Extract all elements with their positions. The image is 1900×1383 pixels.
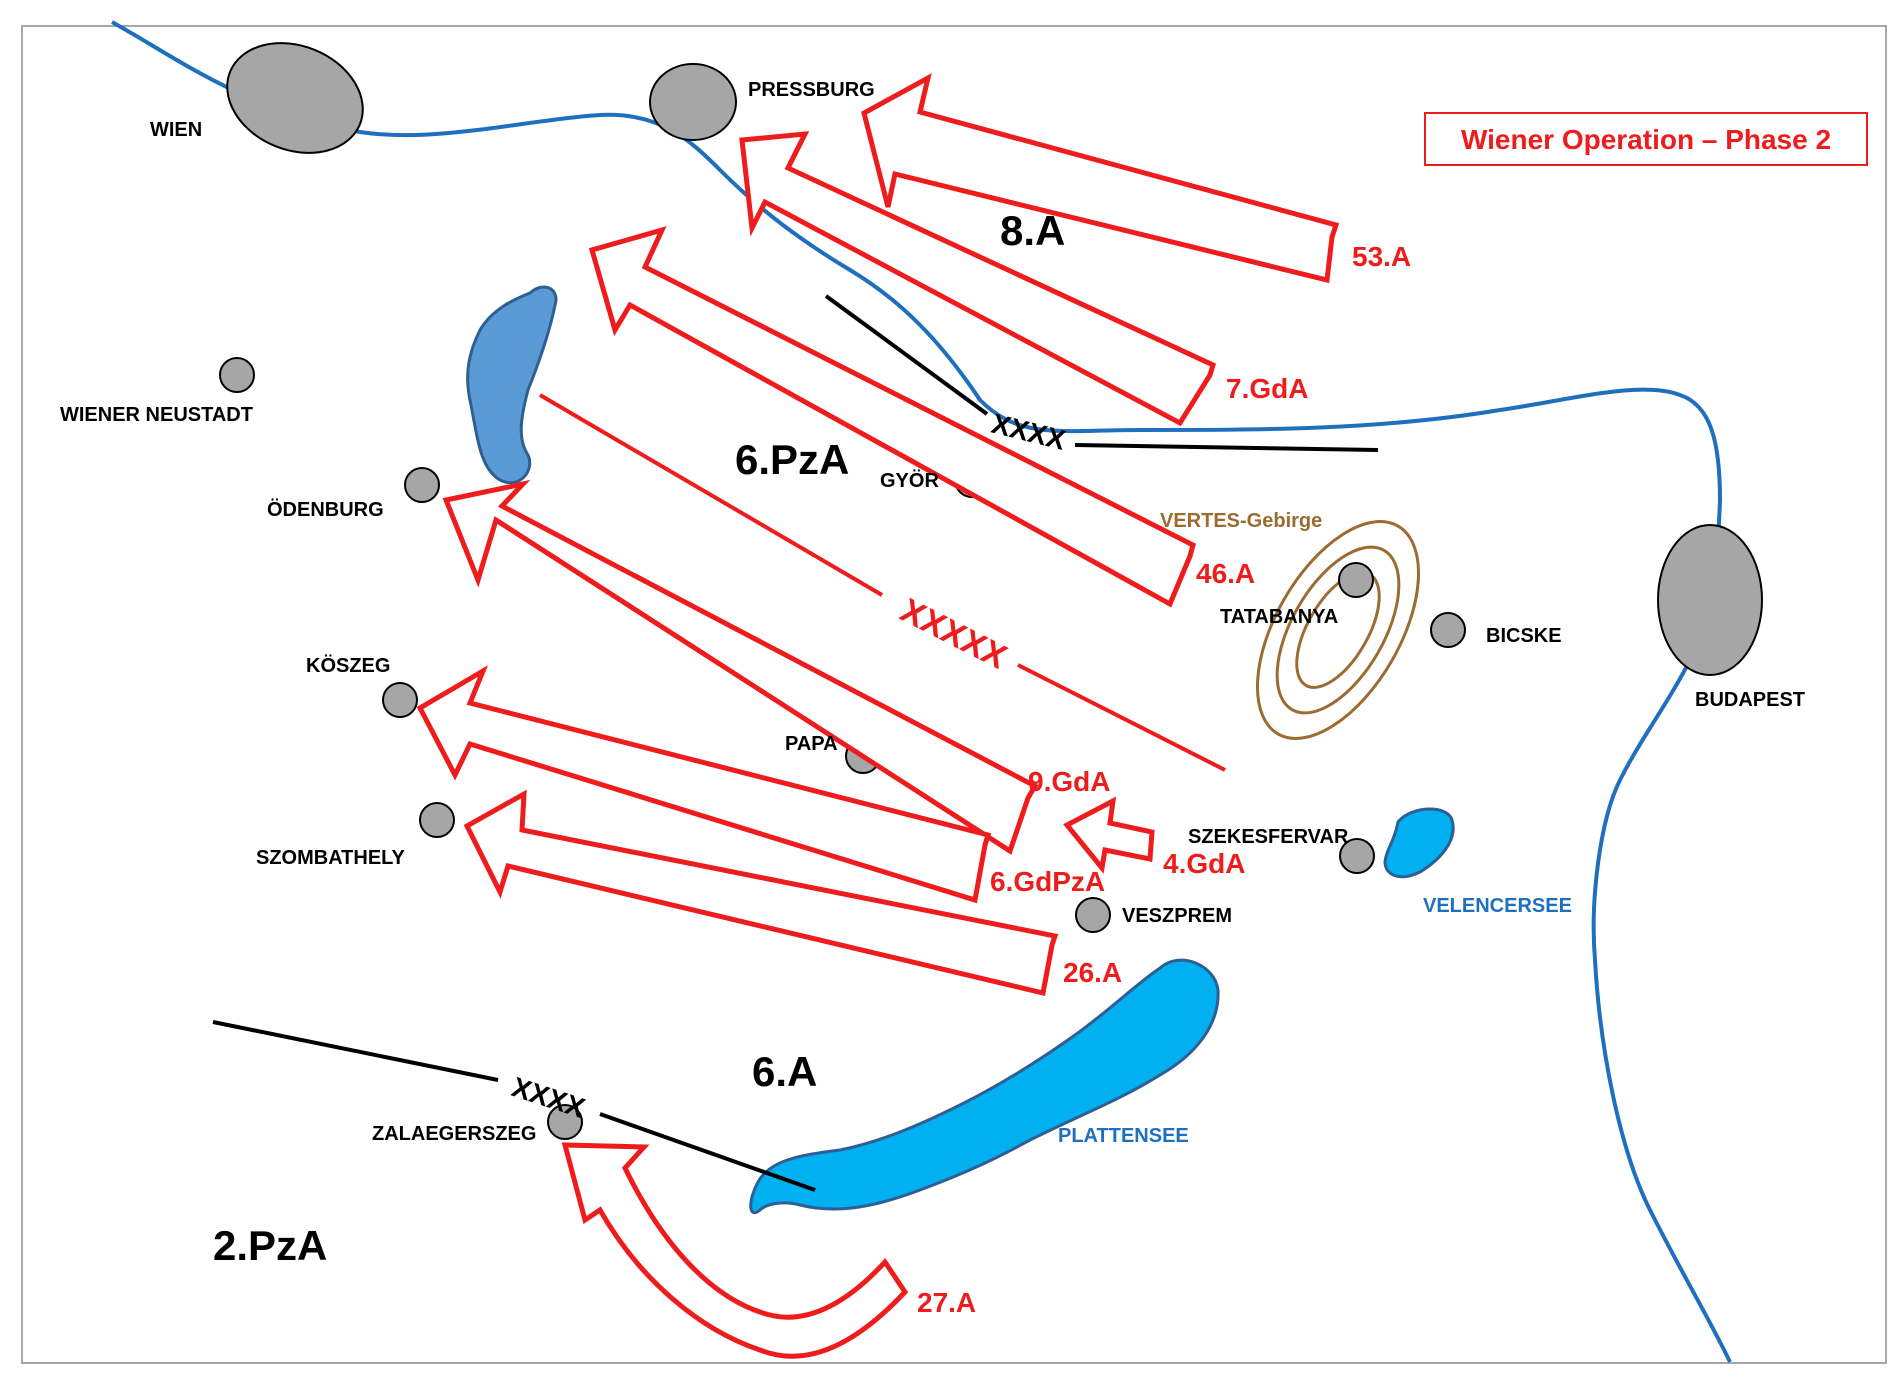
attack-label-53a: 53.A: [1352, 241, 1411, 272]
city-marker-wien: [226, 42, 364, 154]
title-text: Wiener Operation – Phase 2: [1461, 124, 1831, 155]
city-marker-wiener-neustadt: [219, 357, 255, 393]
label-bicske: BICSKE: [1486, 625, 1562, 647]
city-marker-koszeg: [382, 682, 418, 718]
city-marker-szekesfervar: [1339, 838, 1375, 874]
army-group-boundary: [538, 393, 1226, 772]
label-wiener-neustadt: WIENER NEUSTADT: [60, 404, 253, 426]
city-marker-veszprem: [1075, 897, 1111, 933]
label-papa: PAPA: [785, 733, 838, 755]
neusiedler-see: [466, 285, 558, 484]
army-label-8a: 8.A: [1000, 207, 1065, 254]
label-odenburg: ÖDENBURG: [267, 498, 384, 521]
danube-river: [111, 20, 1732, 1363]
label-tatabanya: TATABANYA: [1220, 606, 1338, 628]
attack-arrow-7gda: [739, 131, 1217, 427]
army-boundary-south: [212, 1020, 816, 1192]
attack-label-7gda: 7.GdA: [1226, 373, 1308, 404]
city-marker-budapest: [1657, 524, 1763, 676]
city-marker-pressburg: [649, 63, 737, 141]
attack-arrow-26a: [463, 789, 1059, 997]
city-marker-szombathely: [419, 802, 455, 838]
city-marker-bicske: [1430, 612, 1466, 648]
attack-label-27a: 27.A: [917, 1287, 976, 1318]
army-label-2pza: 2.PzA: [213, 1222, 327, 1269]
attack-arrow-9gda: [442, 479, 1039, 855]
label-veszprem: VESZPREM: [1122, 905, 1232, 927]
label-budapest: BUDAPEST: [1695, 689, 1805, 711]
label-plattensee: PLATTENSEE: [1058, 1125, 1189, 1147]
label-vertes-gebirge: VERTES-Gebirge: [1160, 510, 1322, 532]
title-box: [1424, 112, 1868, 166]
label-szombathely: SZOMBATHELY: [256, 847, 406, 869]
attack-arrow-6gdpza: [416, 665, 992, 904]
attack-label-9gda: 9.GdA: [1028, 766, 1110, 797]
velencersee: [1383, 807, 1455, 879]
city-marker-tatabanya: [1338, 562, 1374, 598]
attack-arrow-53a: [861, 73, 1340, 284]
army-label-6pza: 6.PzA: [735, 436, 849, 483]
army-label-6a: 6.A: [752, 1048, 817, 1095]
attack-arrow-4gda: [1063, 796, 1155, 874]
label-velencersee: VELENCERSEE: [1423, 895, 1572, 917]
attack-label-26a: 26.A: [1063, 957, 1122, 988]
attack-label-6gdpza: 6.GdPzA: [990, 866, 1105, 897]
city-marker-odenburg: [404, 467, 440, 503]
label-szekesfervar: SZEKESFERVAR: [1188, 826, 1349, 848]
label-koszeg: KÖSZEG: [306, 654, 390, 677]
plattensee: [749, 958, 1220, 1214]
label-wien: WIEN: [150, 119, 202, 141]
city-marker-zalaegerszeg: [547, 1104, 583, 1140]
label-zalaegerszeg: ZALAEGERSZEG: [372, 1123, 536, 1145]
army-boundary-north: [824, 294, 1379, 452]
label-pressburg: PRESSBURG: [748, 79, 875, 101]
attack-label-46a: 46.A: [1196, 558, 1255, 589]
attack-arrow-27a: [561, 1142, 909, 1359]
label-gyor: GYÖR: [880, 469, 939, 492]
attack-arrow-46a: [588, 226, 1196, 608]
attack-label-4gda: 4.GdA: [1163, 848, 1245, 879]
